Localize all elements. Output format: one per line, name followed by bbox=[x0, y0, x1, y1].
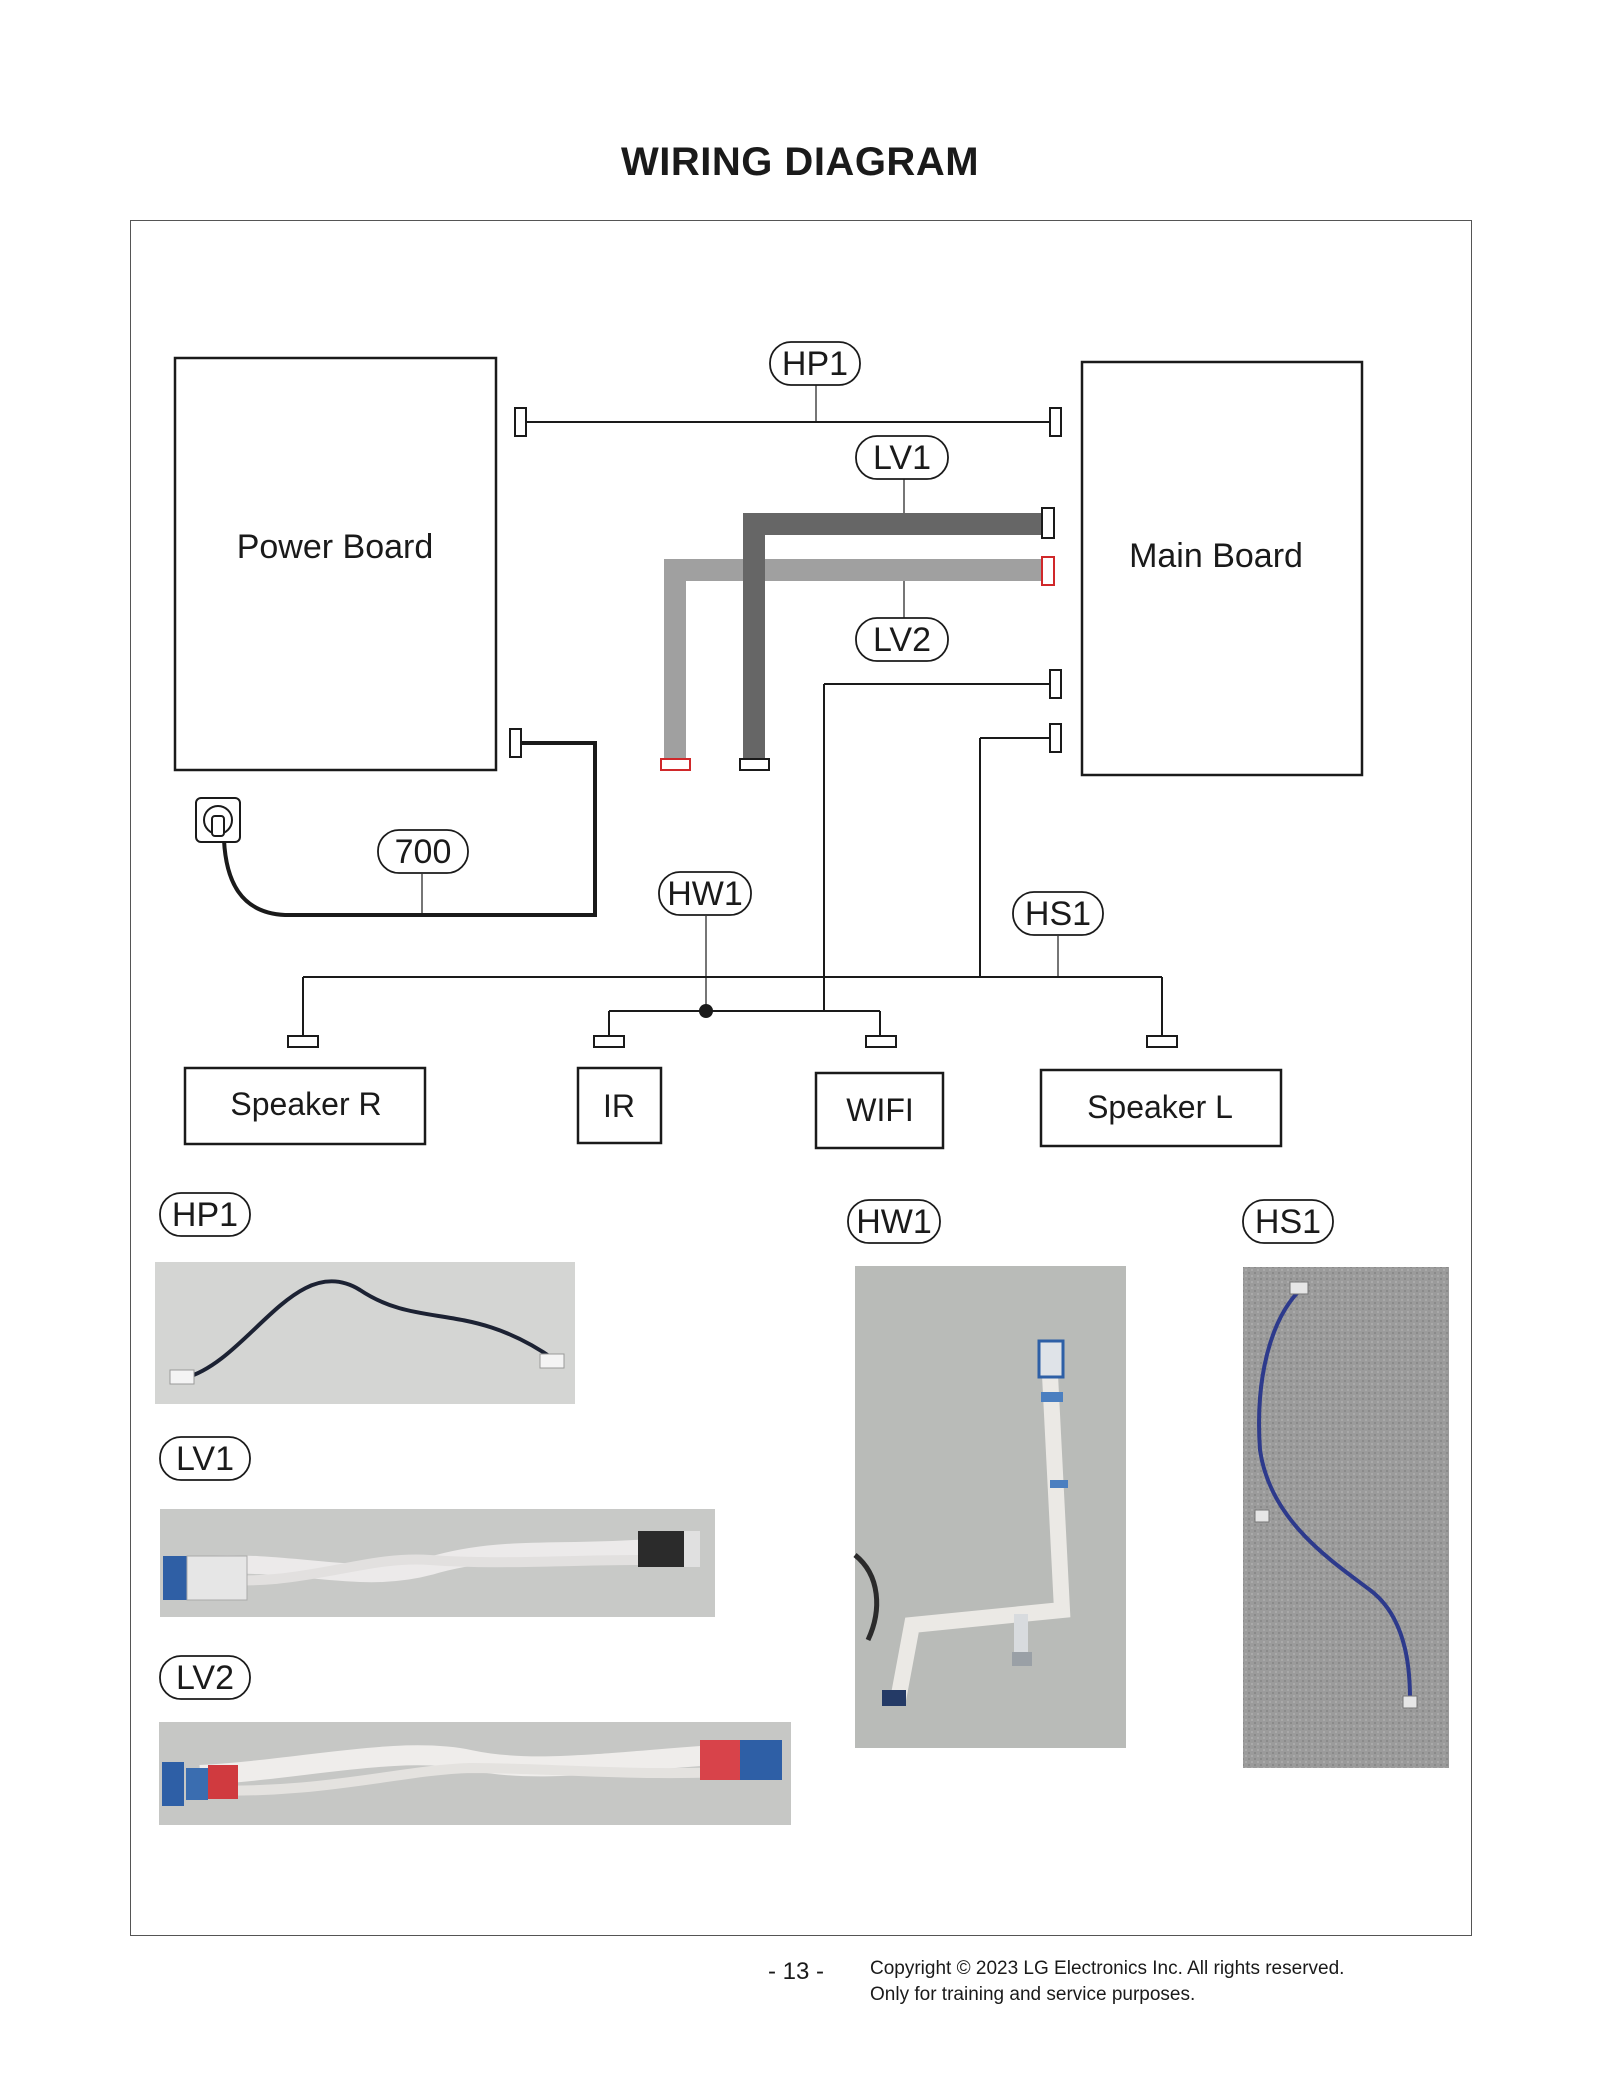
wifi-label: WIFI bbox=[846, 1092, 914, 1128]
svg-text:HW1: HW1 bbox=[856, 1203, 932, 1241]
label-hs1: HS1 bbox=[1012, 891, 1104, 936]
photo-lv2 bbox=[159, 1722, 791, 1825]
svg-text:HS1: HS1 bbox=[1025, 895, 1091, 933]
photo-label-hs1: HS1 bbox=[1242, 1199, 1334, 1244]
ir-module: IR bbox=[576, 1066, 663, 1145]
hs1-connector-speaker-l bbox=[1146, 1035, 1178, 1048]
copyright-notice: Copyright © 2023 LG Electronics Inc. All… bbox=[870, 1956, 1344, 2008]
hs1-connector-main bbox=[1049, 723, 1062, 753]
label-lv1: LV1 bbox=[855, 435, 949, 480]
photo-hw1 bbox=[853, 1266, 1126, 1748]
svg-text:700: 700 bbox=[395, 833, 452, 871]
page-number: - 13 - bbox=[768, 1958, 825, 1985]
svg-text:LV2: LV2 bbox=[873, 621, 931, 659]
hw1-connector-wifi bbox=[865, 1035, 897, 1048]
wifi-module: WIFI bbox=[814, 1071, 945, 1150]
speaker-l-label: Speaker L bbox=[1087, 1089, 1233, 1125]
svg-text:LV1: LV1 bbox=[176, 1440, 234, 1478]
lv1-connector-power bbox=[739, 758, 770, 771]
label-700: 700 bbox=[377, 829, 469, 874]
speaker-r-label: Speaker R bbox=[230, 1086, 381, 1122]
lv2-connector-main bbox=[1041, 556, 1055, 586]
hw1-connector-main bbox=[1049, 669, 1062, 699]
svg-text:HP1: HP1 bbox=[782, 345, 848, 383]
photo-lv1 bbox=[160, 1509, 715, 1617]
label-lv2: LV2 bbox=[855, 617, 949, 662]
svg-text:LV2: LV2 bbox=[176, 1659, 234, 1697]
svg-text:HW1: HW1 bbox=[667, 875, 743, 913]
page-title: WIRING DIAGRAM bbox=[620, 140, 980, 184]
ir-label: IR bbox=[603, 1088, 635, 1124]
photo-label-lv2: LV2 bbox=[159, 1655, 251, 1700]
power-cord-connector bbox=[509, 728, 522, 758]
copyright-line-2: Only for training and service purposes. bbox=[870, 1984, 1196, 2005]
svg-text:LV1: LV1 bbox=[873, 439, 931, 477]
label-hw1: HW1 bbox=[658, 871, 752, 916]
photo-label-lv1: LV1 bbox=[159, 1436, 251, 1481]
wall-plug-icon bbox=[195, 797, 241, 843]
lv1-cable bbox=[739, 478, 1055, 771]
lv2-connector-power bbox=[660, 758, 691, 771]
lv1-connector-main bbox=[1041, 507, 1055, 539]
hs1-cable bbox=[287, 723, 1178, 1048]
hp1-connector-left bbox=[514, 407, 527, 437]
speaker-r: Speaker R bbox=[183, 1066, 427, 1146]
diagram-frame bbox=[130, 220, 1472, 1936]
copyright-line-1: Copyright © 2023 LG Electronics Inc. All… bbox=[870, 1958, 1345, 1979]
photo-hp1 bbox=[155, 1262, 575, 1404]
lv2-cable bbox=[660, 556, 1055, 771]
svg-text:HS1: HS1 bbox=[1255, 1203, 1321, 1241]
main-board-label: Main Board bbox=[1129, 537, 1303, 575]
power-board: Power Board bbox=[173, 356, 498, 772]
hw1-cable bbox=[593, 669, 1062, 1048]
power-cord-700 bbox=[195, 728, 597, 917]
hs1-connector-speaker-r bbox=[287, 1035, 319, 1048]
speaker-l: Speaker L bbox=[1039, 1068, 1283, 1148]
photo-label-hp1: HP1 bbox=[159, 1192, 251, 1237]
label-hp1: HP1 bbox=[769, 341, 861, 386]
hp1-cable bbox=[514, 384, 1062, 437]
hw1-connector-ir bbox=[593, 1035, 625, 1048]
photo-label-hw1: HW1 bbox=[847, 1199, 941, 1244]
hp1-connector-right bbox=[1049, 407, 1062, 437]
power-board-label: Power Board bbox=[237, 528, 434, 566]
svg-text:HP1: HP1 bbox=[172, 1196, 238, 1234]
main-board: Main Board bbox=[1080, 360, 1364, 777]
photo-hs1 bbox=[1243, 1267, 1449, 1768]
